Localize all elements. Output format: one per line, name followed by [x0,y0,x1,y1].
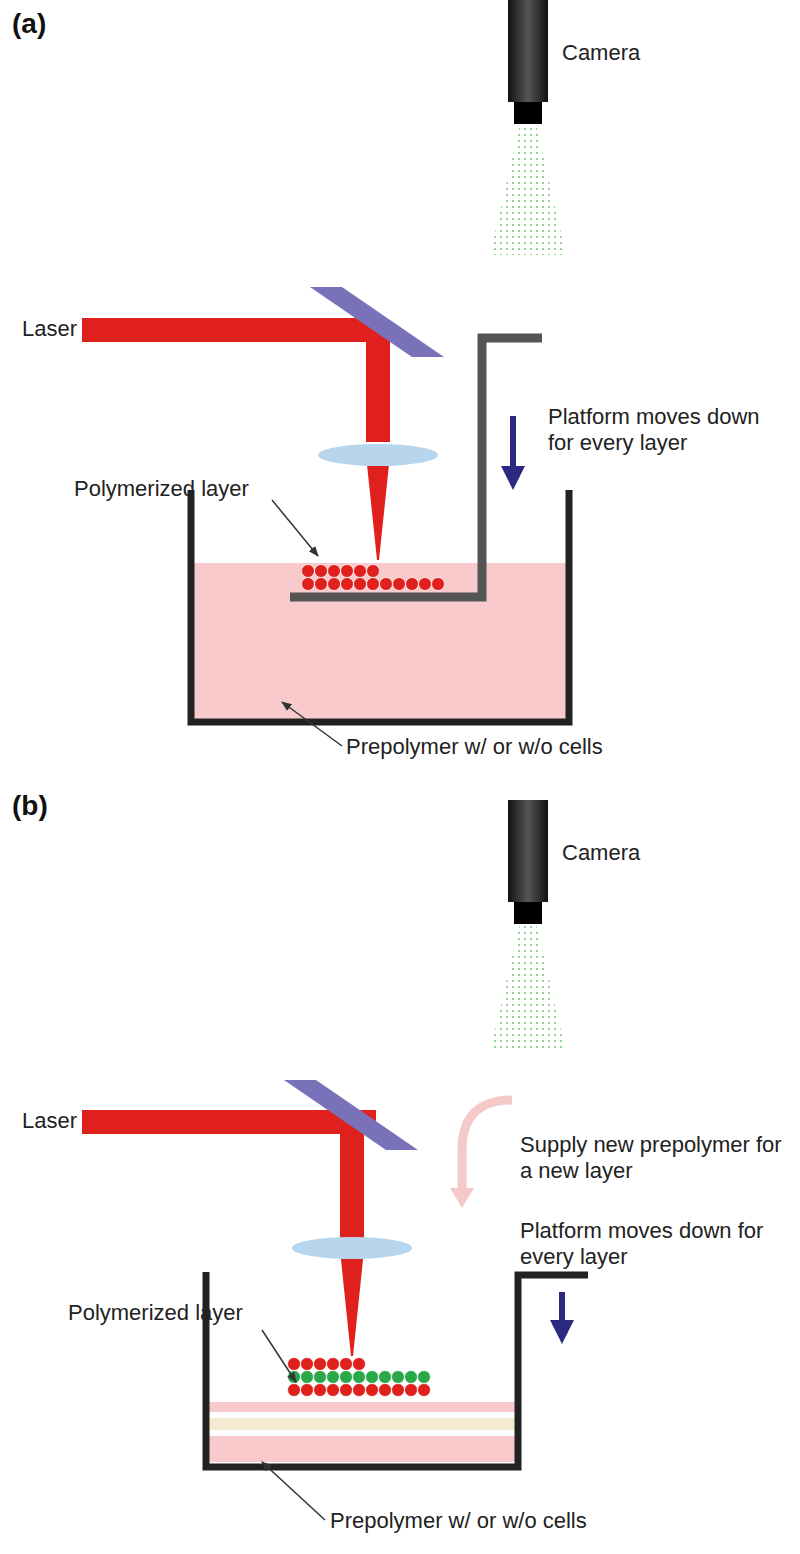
polymer-dot [288,1358,301,1371]
leader-line [262,1330,296,1382]
polymer-dot [341,578,354,591]
polymer-dot [419,578,432,591]
polymer-dot [301,1371,314,1384]
panel-b [82,800,588,1520]
polymer-dot [392,1384,405,1397]
polymer-dot [366,1384,379,1397]
polymer-dot [353,1358,366,1371]
lens [318,444,438,466]
part-label: Prepolymer w/ or w/o cells [346,734,603,760]
focused-beam [366,455,390,560]
laser-beam [366,330,390,442]
polymer-dot [327,1358,340,1371]
panel-label: (b) [12,790,48,822]
focused-beam [340,1250,364,1356]
polymer-dot [302,565,315,578]
camera-view [490,124,566,255]
polymer-dot [315,578,328,591]
polymer-dot [301,1358,314,1371]
vat [191,490,569,722]
leader-line [262,1462,325,1520]
polymer-dot [328,565,341,578]
polymer-dot [405,1384,418,1397]
platform [290,338,542,597]
polymer-dot [380,578,393,591]
polymer-dot [393,578,406,591]
panel-label: (a) [12,8,46,40]
polymer-dot [314,1384,327,1397]
lens [292,1237,412,1259]
mirror [310,287,444,357]
part-label: Platform moves down for every layer [520,1218,790,1270]
camera-lens [514,102,542,124]
prepolymer-layer [209,1402,515,1412]
polymer-dot [418,1371,431,1384]
panel-a [82,0,569,746]
prepolymer-layer [209,1436,515,1462]
polymer-dots [302,565,445,591]
polymer-dot [340,1384,353,1397]
camera-body [508,800,548,902]
polymer-dot [418,1384,431,1397]
polymer-dot [354,565,367,578]
polymer-dot [392,1371,405,1384]
vat [206,1272,588,1467]
laser-beam [82,318,376,342]
camera-body [508,0,548,102]
polymer-dot [354,578,367,591]
polymer-dot [327,1384,340,1397]
supply-arrow [462,1100,512,1190]
polymer-dot [432,578,445,591]
part-label: Laser [22,1108,77,1134]
part-label: Polymerized layer [68,1300,243,1326]
polymer-dot [341,565,354,578]
polymer-dot [302,578,315,591]
part-label: Laser [22,316,77,342]
polymer-dot [367,578,380,591]
down-arrow [559,1292,565,1332]
camera-lens [514,902,542,924]
part-label: Camera [562,840,640,866]
polymer-dot [379,1384,392,1397]
laser-beam [82,1110,376,1134]
leader-line [272,500,318,556]
polymer-dot [288,1384,301,1397]
polymer-dot [314,1358,327,1371]
supply-arrow-head [450,1188,474,1208]
laser-beam [340,1122,364,1240]
down-arrow [510,416,516,478]
polymer-dots [288,1358,431,1397]
polymer-dot [366,1371,379,1384]
polymer-dot [353,1384,366,1397]
polymer-dot [327,1371,340,1384]
part-label: Supply new prepolymer for a new layer [520,1132,790,1184]
polymer-dot [340,1358,353,1371]
part-label: Camera [562,40,640,66]
prepolymer-layer [209,1418,515,1430]
polymer-dot [405,1371,418,1384]
polymer-dot [367,565,380,578]
part-label: Polymerized layer [74,476,249,502]
polymer-dot [353,1371,366,1384]
part-label: Prepolymer w/ or w/o cells [330,1508,587,1534]
mirror [284,1080,418,1150]
polymer-dot [315,565,328,578]
polymer-dot [301,1384,314,1397]
camera-view [490,924,566,1052]
part-label: Platform moves down for every layer [548,404,788,456]
prepolymer [194,563,566,720]
polymer-dot [379,1371,392,1384]
polymer-dot [340,1371,353,1384]
polymer-dot [328,578,341,591]
leader-line [282,702,342,746]
polymer-dot [406,578,419,591]
polymer-dot [314,1371,327,1384]
